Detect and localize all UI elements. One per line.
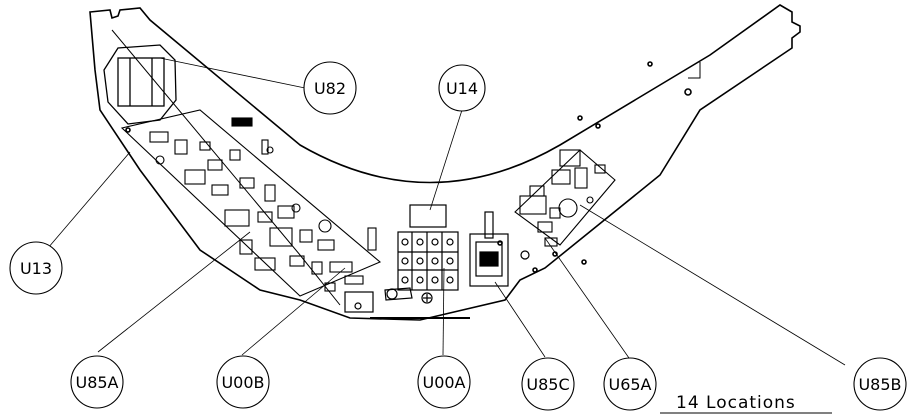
leader-u85b [579,204,846,366]
callout-u82-label: U82 [314,79,346,98]
callout-u13-label: U13 [20,259,52,278]
callouts: U82 U14 U13 U85A U00B U00A U85C U65A [9,61,907,411]
leader-u85a [97,231,251,353]
u82-component [103,44,177,125]
callout-u14-label: U14 [446,79,478,98]
relay-block [397,204,494,291]
callout-u00a-label: U00A [422,373,465,392]
callout-u85c-label: U85C [526,375,569,394]
callout-u13: U13 [9,241,63,295]
callout-u85b: U85B [853,357,907,411]
leader-u65a [544,237,630,359]
callout-u65a-label: U65A [608,375,651,394]
callout-u00b: U00B [216,355,270,409]
leader-u14 [429,109,463,211]
callout-u00b-label: U00B [221,373,264,392]
callout-u85b-label: U85B [858,375,901,394]
callout-u00a: U00A [417,355,471,409]
callout-u14: U14 [438,64,486,112]
leader-lines [47,57,846,366]
callout-u65a: U65A [603,357,657,411]
leader-u00b [241,267,346,356]
leader-u00a [442,267,445,356]
locations-note: 14 Locations [660,393,832,414]
bottom-bracket [344,287,470,319]
right-pcb [514,149,616,247]
callout-u85a-label: U85A [75,373,118,392]
callout-u85c: U85C [521,357,575,411]
callout-u85a: U85A [70,355,124,409]
callout-u82: U82 [303,61,357,115]
locations-note-text: 14 Locations [676,393,796,413]
u85c-module [469,233,530,287]
leader-u82 [159,57,306,89]
leader-u13 [47,151,131,249]
left-pcb [120,109,382,297]
leader-u85c [494,281,546,358]
board-outline [89,4,801,321]
